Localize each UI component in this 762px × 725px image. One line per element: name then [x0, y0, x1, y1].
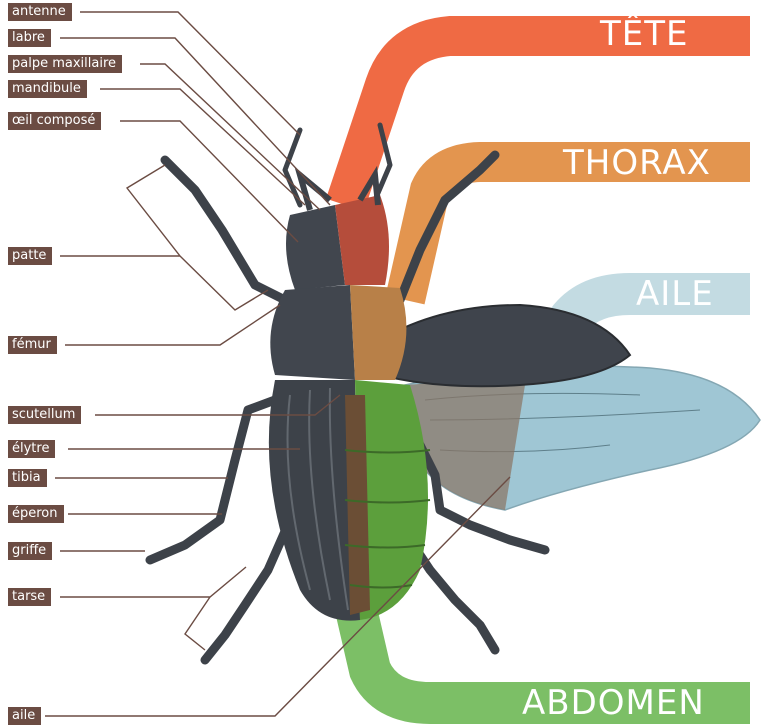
left-mid-leg	[150, 400, 275, 560]
label-femur: fémur	[8, 336, 57, 354]
head-left	[286, 205, 345, 290]
label-tarse: tarse	[8, 588, 51, 606]
label-antenne: antenne	[8, 3, 72, 21]
pronotum-right	[350, 285, 406, 380]
label-eperon: éperon	[8, 505, 64, 523]
label-oeil-compose: œil composé	[8, 112, 101, 130]
region-abdomen-label: ABDOMEN	[522, 683, 705, 723]
region-tete-label: TÊTE	[600, 14, 689, 54]
label-elytre: élytre	[8, 440, 55, 458]
leader-antenne	[80, 12, 300, 135]
leader-oeil	[120, 121, 298, 242]
label-palpe-maxillaire: palpe maxillaire	[8, 55, 122, 73]
leader-patte	[60, 165, 268, 310]
beetle	[150, 125, 760, 660]
label-mandibule: mandibule	[8, 80, 87, 98]
leader-femur	[65, 305, 280, 345]
region-aile-label: AILE	[636, 274, 714, 314]
right-hind-leg	[410, 540, 495, 650]
pronotum-left	[270, 285, 355, 380]
label-scutellum: scutellum	[8, 406, 81, 424]
leader-mandibule	[100, 89, 305, 205]
left-front-leg	[165, 160, 285, 300]
label-patte: patte	[8, 247, 52, 265]
region-thorax-label: THORAX	[563, 143, 711, 183]
label-tibia: tibia	[8, 469, 47, 487]
label-griffe: griffe	[8, 542, 52, 560]
label-aile: aile	[8, 707, 41, 725]
label-labre: labre	[8, 29, 51, 47]
